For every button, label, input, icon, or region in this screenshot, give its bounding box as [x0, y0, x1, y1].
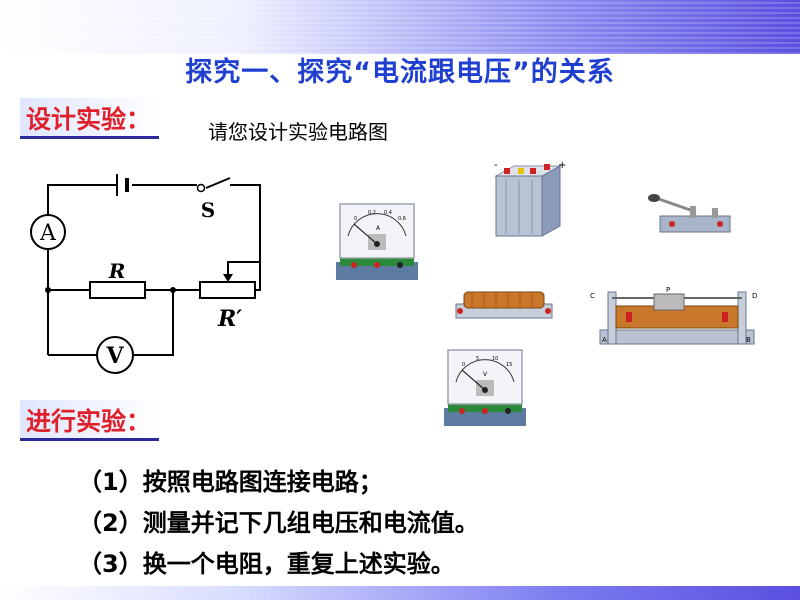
- svg-text:V: V: [483, 371, 488, 378]
- svg-text:0: 0: [462, 362, 465, 368]
- svg-text:0: 0: [354, 216, 357, 222]
- ammeter-image: 0 0.2 0.4 0.6 A: [336, 203, 418, 280]
- header-band: [0, 0, 800, 54]
- rheostat-image: C D A B P: [590, 286, 757, 345]
- design-experiment-label: 设计实验：: [20, 98, 160, 139]
- step-1: （1）按照电路图连接电路；: [78, 468, 383, 496]
- knife-switch-image: [648, 194, 731, 233]
- svg-text:0.6: 0.6: [398, 216, 406, 222]
- svg-text:C: C: [590, 292, 595, 300]
- svg-text:10: 10: [492, 356, 498, 362]
- svg-text:15: 15: [506, 362, 512, 368]
- conduct-experiment-label: 进行实验：: [20, 400, 160, 441]
- steps-list: （1）按照电路图连接电路； （2）测量并记下几组电压和电流值。 （3）换一个电阻…: [78, 462, 479, 585]
- voltmeter-symbol: [96, 336, 134, 374]
- battery-symbol: [116, 174, 129, 196]
- svg-text:0.2: 0.2: [368, 210, 376, 216]
- svg-text:A: A: [602, 336, 607, 344]
- svg-text:-: -: [494, 160, 498, 171]
- ammeter-label: A: [39, 221, 57, 246]
- step-3: （3）换一个电阻，重复上述实验。: [78, 550, 455, 578]
- svg-text:P: P: [666, 286, 670, 294]
- svg-text:+: +: [558, 160, 566, 171]
- resistor-label: R: [108, 259, 126, 283]
- switch-label: S: [201, 198, 215, 222]
- battery-image: - +: [494, 160, 566, 237]
- voltmeter-label: V: [105, 343, 124, 369]
- footer-band: [0, 586, 800, 600]
- voltmeter-image: 0 5 10 15 V: [444, 349, 526, 426]
- svg-text:5: 5: [476, 356, 479, 362]
- step-2: （2）测量并记下几组电压和电流值。: [78, 509, 479, 537]
- ammeter-symbol: [30, 214, 66, 250]
- circuit-diagram: A V S R R′: [30, 174, 261, 374]
- resistor-image: [455, 291, 553, 319]
- svg-text:0.4: 0.4: [384, 210, 392, 216]
- rheostat-label: R′: [217, 306, 242, 332]
- switch-contact: [196, 183, 206, 193]
- rheostat-symbol: [199, 281, 256, 299]
- design-subtitle: 请您设计实验电路图: [208, 120, 388, 144]
- svg-text:D: D: [752, 292, 757, 300]
- svg-text:B: B: [746, 336, 751, 344]
- resistor-symbol: [89, 281, 146, 299]
- page-title: 探究一、探究“电流跟电压”的关系: [185, 57, 615, 88]
- svg-text:A: A: [376, 225, 381, 232]
